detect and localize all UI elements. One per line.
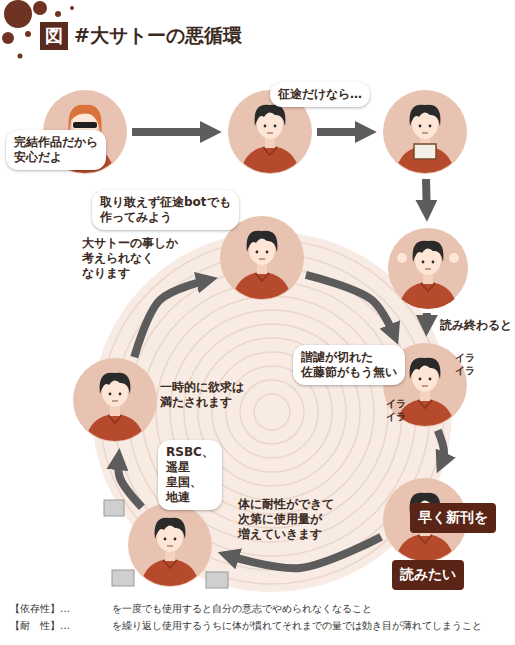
speech-bubble: 取り敢えず征途botでも 作ってみよう <box>92 190 239 230</box>
ring <box>142 282 402 542</box>
circle-fill <box>383 90 467 174</box>
circle-fill <box>73 358 157 442</box>
person-circle: 完結作品だから 安心だよ <box>43 90 127 174</box>
person-figure <box>398 241 458 314</box>
shout-bubble: 読みたい <box>392 560 464 590</box>
paint-splatter <box>55 11 61 17</box>
flow-arrow <box>132 128 213 136</box>
packet <box>112 570 134 586</box>
person-figure <box>395 493 455 566</box>
person-circle: 取り敢えず征途botでも 作ってみよう大サトーの事しか 考えられなく なります <box>220 216 304 300</box>
ring <box>156 296 388 528</box>
paint-splatter <box>33 1 47 15</box>
book <box>414 144 436 159</box>
circle-fill <box>128 503 212 587</box>
person-figure <box>140 518 200 591</box>
footnote: 【耐 性】… <box>10 620 70 633</box>
packet <box>104 500 124 516</box>
irritation-mark: イラ イラ <box>386 398 406 423</box>
ring <box>240 380 304 444</box>
circle-fill <box>388 228 468 308</box>
footnote: を一度でも使用すると自分の意志でやめられなくなること <box>112 603 372 616</box>
dealer-figure <box>55 105 115 178</box>
person-circle: 一時的に欲求は 満たされます <box>73 358 157 442</box>
person-circle: RSBC、遥星 皇国、地連体に耐性ができて 次第に使用量が 増えていきます <box>128 503 212 587</box>
caption: 一時的に欲求は 満たされます <box>160 380 244 410</box>
person-circle: 征途だけなら… <box>228 90 312 174</box>
flow-arrow <box>226 537 381 568</box>
flow-arrow <box>134 280 209 357</box>
flow-arrow <box>422 313 430 328</box>
paint-splatter <box>4 0 32 28</box>
flow-arrow <box>422 179 431 213</box>
irritation-mark: イラ イラ <box>455 352 475 377</box>
circle-outline <box>383 90 467 174</box>
caption: 体に耐性ができて 次第に使用量が 増えていきます <box>238 497 334 542</box>
circle-outline <box>73 358 157 442</box>
person-circle: 読み終わると <box>388 228 468 308</box>
speech-bubble: 完結作品だから 安心だよ <box>6 130 106 170</box>
person-circle: 早く新刊を読みたい <box>383 478 467 562</box>
circle-outline <box>128 503 212 587</box>
circle-outline <box>388 228 468 308</box>
footnote: 【依存性】… <box>10 603 70 616</box>
paint-splatter <box>25 31 31 37</box>
raised-hand <box>397 253 407 263</box>
ring <box>254 394 290 430</box>
packet <box>206 572 228 588</box>
flow-arrow <box>306 275 395 337</box>
flow-arrow <box>317 128 368 136</box>
person-figure <box>395 105 455 178</box>
person-figure <box>240 105 300 178</box>
person-figure <box>85 373 145 446</box>
caption: 大サトーの事しか 考えられなく なります <box>82 236 178 281</box>
speech-bubble: 征途だけなら… <box>270 82 370 107</box>
person-figure <box>232 231 292 304</box>
paint-splatter <box>18 54 23 59</box>
flow-arrow <box>438 430 444 465</box>
footnote: を繰り返し使用するうちに体が慣れてそれまでの量では効き目が薄れてしまうこと <box>112 620 482 633</box>
paint-splatter <box>2 32 14 44</box>
diagram-title: #大サトーの悪循環 <box>74 24 242 48</box>
person-circle <box>383 90 467 174</box>
speech-bubble: RSBC、遥星 皇国、地連 <box>158 440 222 510</box>
shout-bubble: 早く新刊を <box>410 503 496 533</box>
paint-splatter <box>70 6 74 10</box>
raised-hand <box>449 253 459 263</box>
caption: 読み終わると <box>440 318 512 333</box>
flow-arrow <box>118 457 142 507</box>
speech-bubble: 諧謔が切れた 佐藤節がもう無い <box>293 345 405 385</box>
figure-badge: 図 <box>40 22 68 50</box>
